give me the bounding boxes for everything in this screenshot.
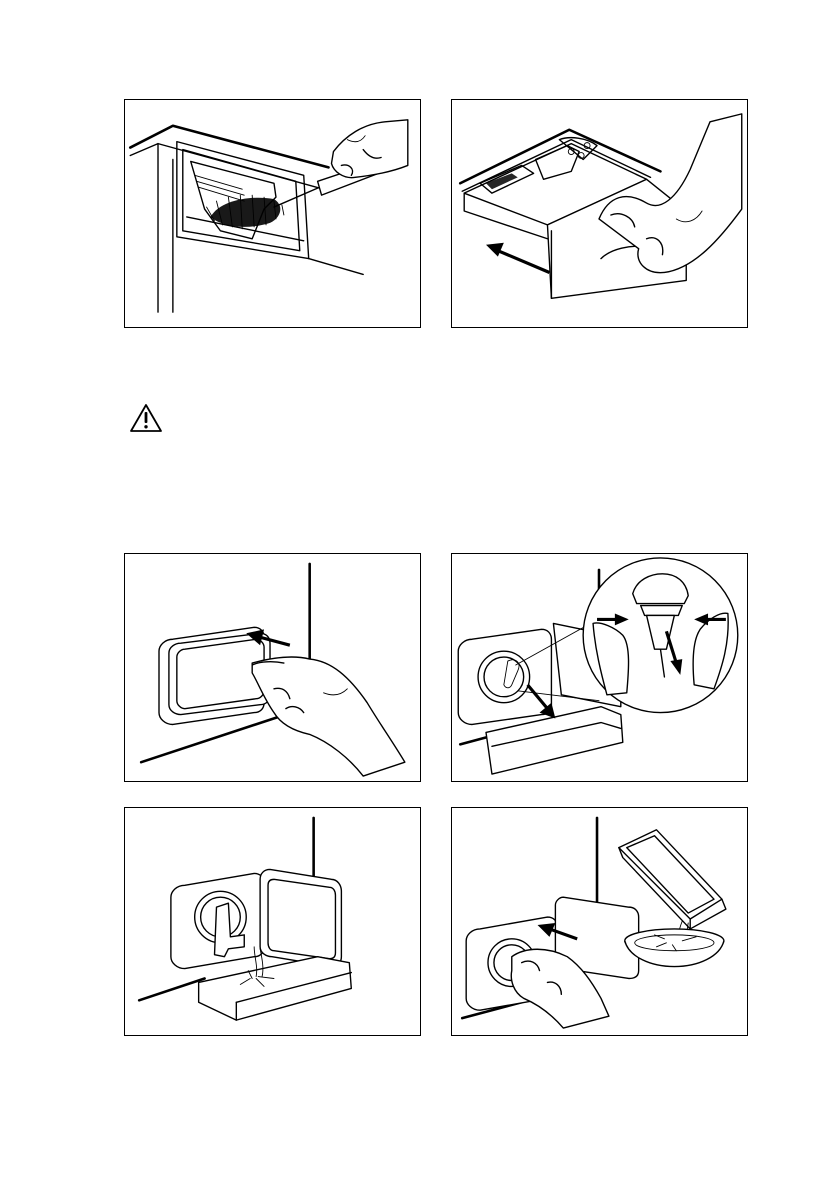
illustration-brush-dispenser-recess <box>124 99 421 328</box>
open-filter-flap-icon <box>125 554 420 781</box>
illustration-pull-out-drain-cap <box>451 553 748 782</box>
hand <box>252 657 405 776</box>
illustration-open-filter-flap <box>124 553 421 782</box>
pull-out-detergent-drawer-icon <box>452 100 747 327</box>
detail-inset-circle <box>583 558 738 713</box>
drain-water-into-container-icon <box>125 808 420 1035</box>
brush-cleaning-dispenser-recess-icon <box>125 100 420 327</box>
pull-out-emergency-drain-hose-icon <box>452 554 747 781</box>
close-drain-and-empty-container-icon <box>452 808 747 1035</box>
hand <box>331 120 407 178</box>
illustration-drain-water <box>124 807 421 1036</box>
warning-triangle-icon <box>128 402 164 434</box>
pull-direction-arrow <box>486 243 549 273</box>
illustration-pull-out-drawer <box>451 99 748 328</box>
illustration-empty-container <box>451 807 748 1036</box>
bowl <box>625 929 724 967</box>
